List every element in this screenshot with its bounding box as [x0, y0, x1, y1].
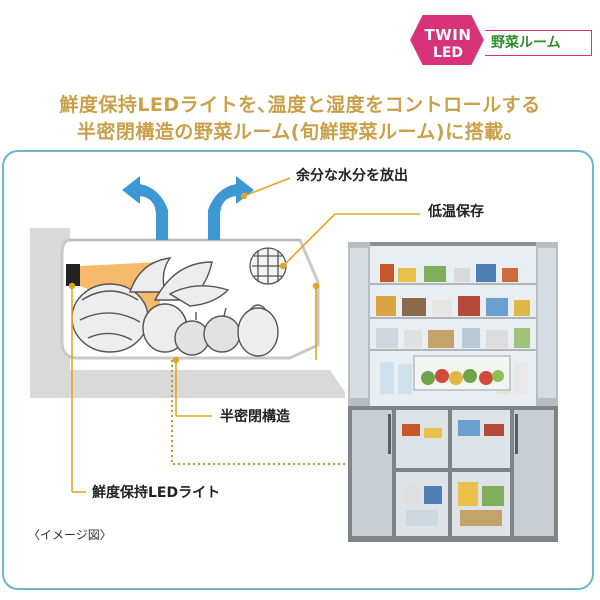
badge-led-text: LED: [432, 45, 464, 61]
vegetable-room-diagram: [30, 176, 509, 493]
headline-line-2: 半密閉構造の野菜ルーム(旬鮮野菜ルーム)に搭載。: [76, 121, 524, 143]
hexagon-badge-icon: [408, 13, 486, 67]
moisture-arrow-right-icon: [208, 176, 254, 240]
badge-twin-text: TWIN: [424, 26, 472, 44]
moisture-arrow-left-icon: [122, 176, 168, 240]
callout-dots: [68, 192, 320, 364]
shelf-backdrop: [30, 228, 345, 398]
callout-moisture-release: 余分な水分を放出: [296, 168, 408, 184]
led-light-icon: [66, 264, 80, 286]
callout-semi-sealed: 半密閉構造: [220, 409, 290, 425]
image-note: 〈イメージ図〉: [28, 528, 112, 542]
vent-grid-icon: [249, 247, 287, 285]
headline-line-1: 鮮度保持LEDライトを､温度と湿度をコントロールする: [59, 94, 541, 116]
badge-label: 野菜ルーム: [485, 30, 592, 56]
callout-lines: [71, 177, 420, 493]
callout-led-light: 鮮度保持LEDライト: [92, 485, 221, 501]
callout-low-temperature: 低温保存: [428, 204, 484, 220]
refrigerator-image: [348, 242, 558, 542]
diagram-panel: [2, 150, 594, 590]
twin-led-badge: TWIN LED 野菜ルーム: [408, 12, 592, 68]
vegetables-icon: [71, 257, 279, 357]
